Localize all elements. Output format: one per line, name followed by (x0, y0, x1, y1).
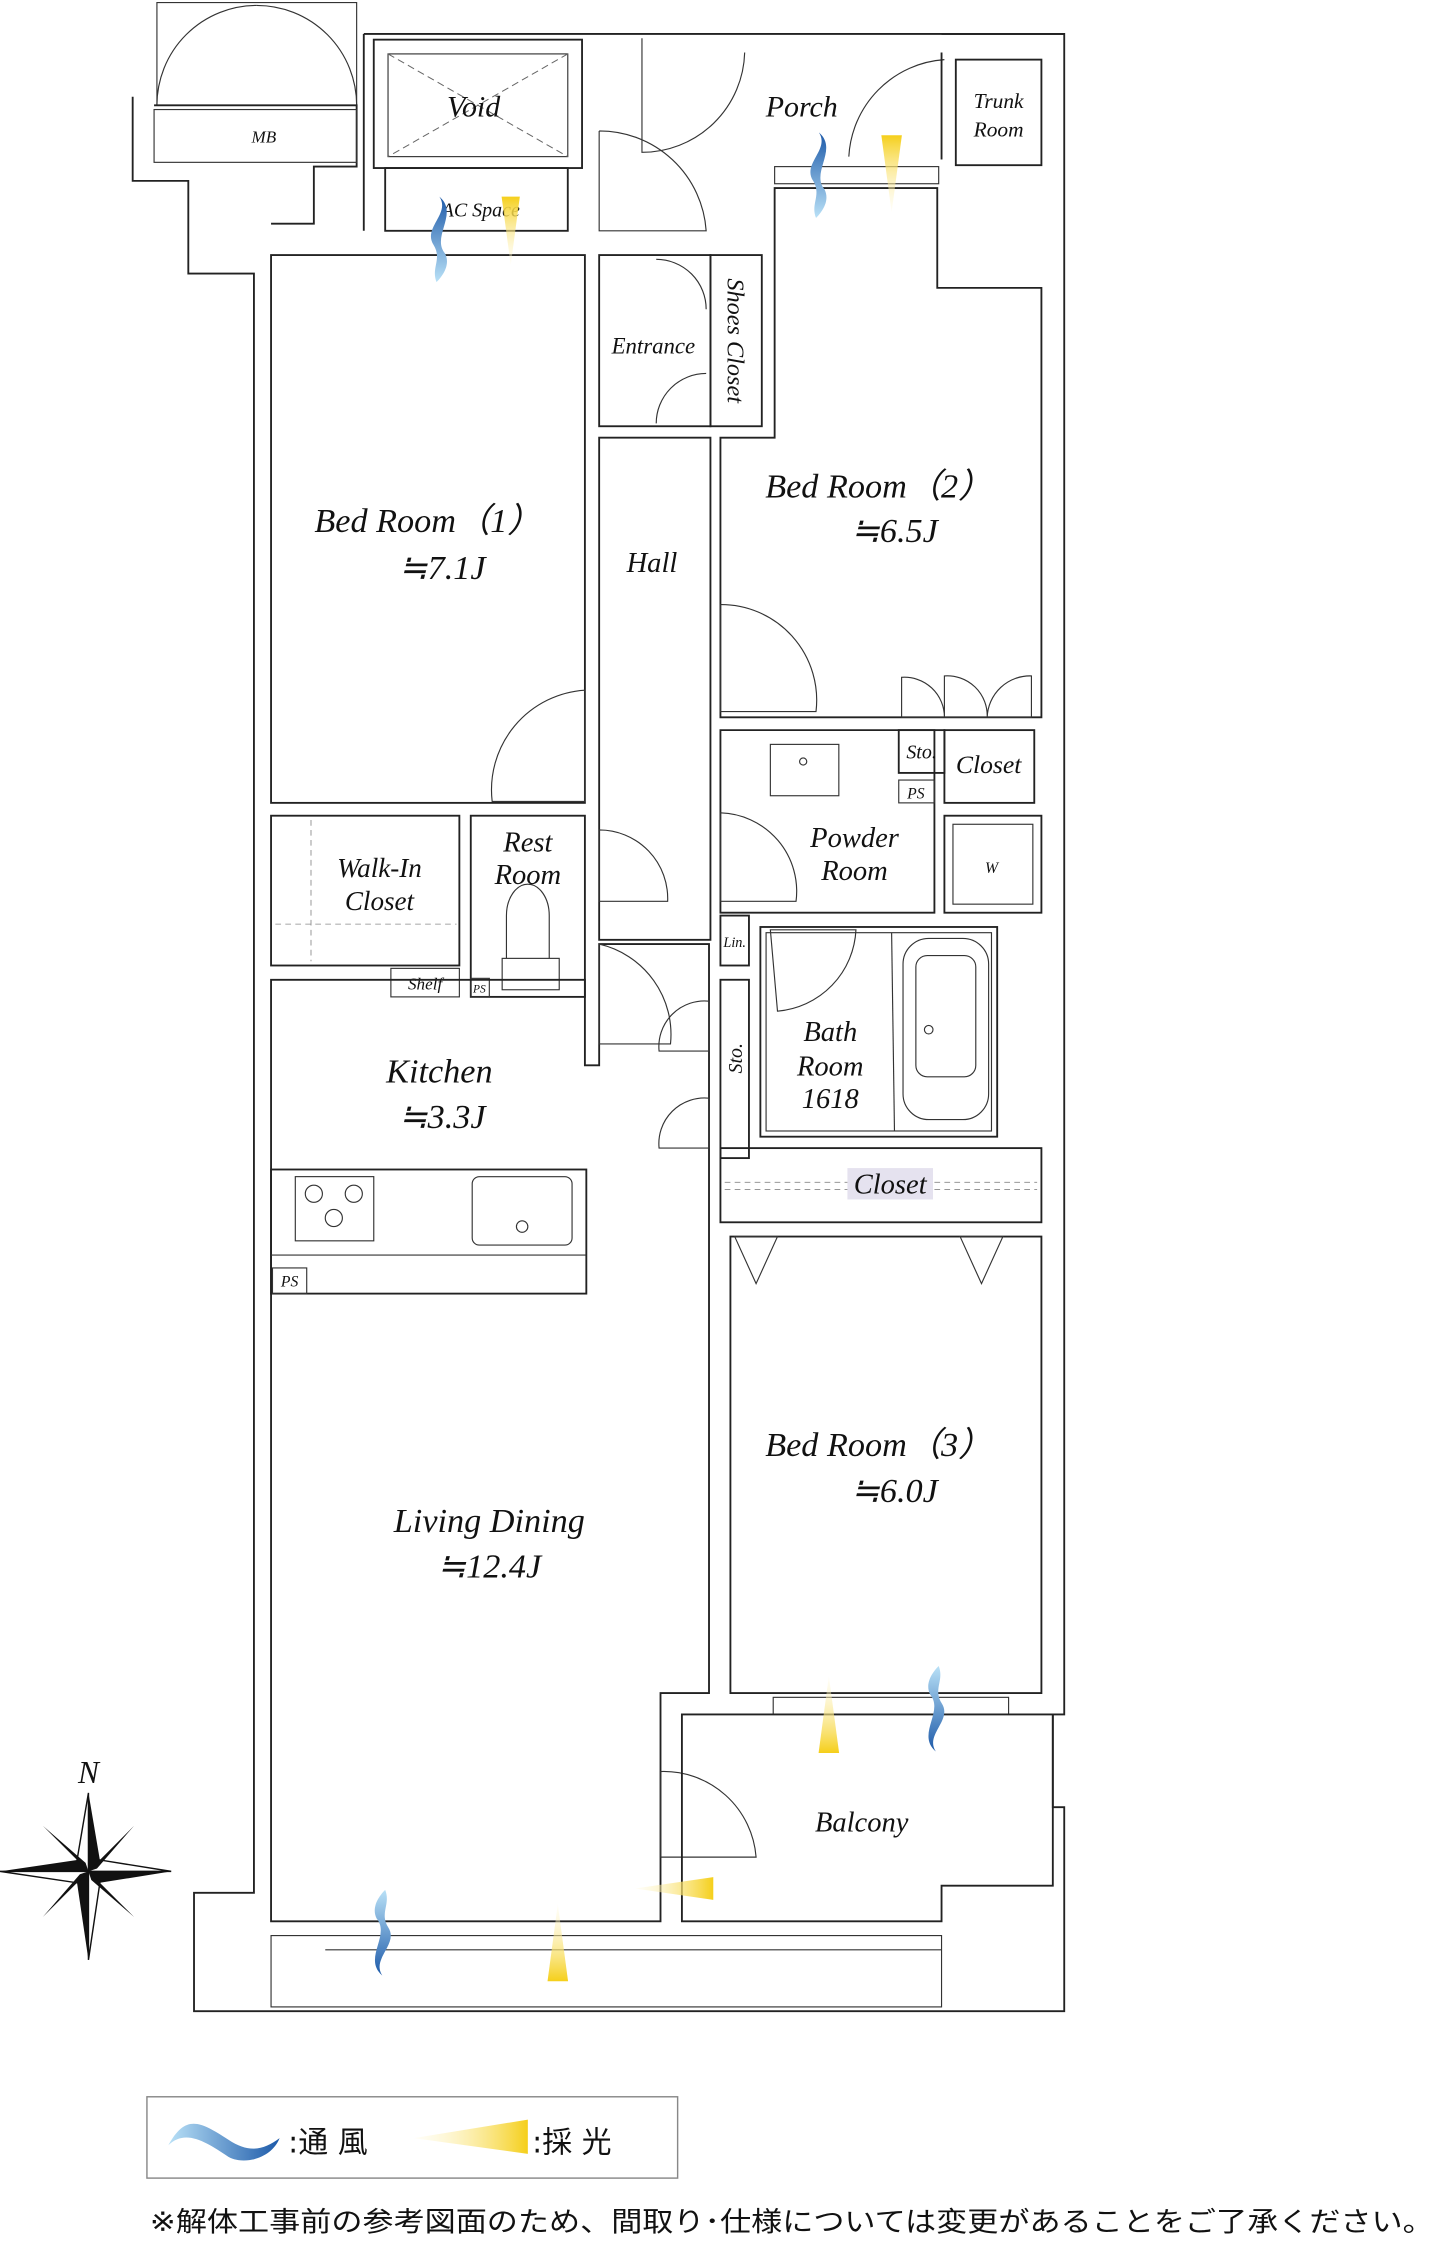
ac-space-label: AC Space (440, 200, 520, 222)
rest-room: Rest Room PS (469, 814, 586, 998)
shelf-label: Shelf (408, 975, 444, 994)
walk-in-closet: Walk-In Closet Shelf (270, 814, 461, 998)
airflow-markers (374, 132, 945, 1982)
mb-room: MB (153, 1, 358, 225)
bed-room-2: Bed Room（2） ≒6.5J (719, 187, 1043, 719)
porch-label: Porch (765, 91, 838, 124)
bed-room-2-size: ≒6.5J (851, 512, 939, 550)
bed-room-3-size: ≒6.0J (851, 1472, 939, 1510)
bath-room-label-1: Bath (803, 1017, 857, 1048)
rest-room-label-2: Room (494, 860, 562, 891)
legend-ventilation: :通 風 (288, 2125, 367, 2160)
wind-icon (430, 196, 447, 283)
bed-room-1-size: ≒7.1J (399, 549, 487, 587)
ps-label-2: PS (472, 984, 486, 996)
walk-in-closet-label-1: Walk-In (337, 853, 422, 883)
entrance-label: Entrance (611, 333, 696, 358)
light-icon (634, 1877, 714, 1900)
ps-label-3: PS (280, 1273, 299, 1290)
linen-label: Lin. (722, 935, 746, 951)
kitchen-size: ≒3.3J (399, 1098, 487, 1136)
bath-room-label-2: Room (796, 1051, 864, 1082)
ps-label-1: PS (906, 786, 925, 803)
wind-icon (928, 1665, 945, 1752)
wind-legend-icon (168, 2123, 280, 2161)
balcony-label: Balcony (815, 1807, 909, 1838)
bath-room: Lin. Bath Room 1618 Sto. (719, 914, 999, 1160)
sto-label-1: Sto. (906, 742, 937, 764)
bed-room-3-name: Bed Room（3） (765, 1426, 992, 1464)
powder-room-label-2: Room (820, 856, 888, 887)
bed-room-1-name: Bed Room（1） (314, 502, 541, 540)
powder-room-label-1: Powder (809, 823, 900, 854)
rest-room-label-1: Rest (502, 827, 553, 858)
wind-icon (374, 1889, 391, 1976)
shoes-closet-label: Shoes Closet (722, 278, 749, 404)
void-label: Void (447, 91, 501, 124)
void-area: Void AC Space (372, 38, 583, 232)
closet-label-2: Closet (854, 1170, 928, 1201)
hall: Hall (598, 436, 712, 941)
exterior-walls (131, 33, 1066, 2013)
powder-room: Powder Room Sto. PS Closet W (719, 729, 1043, 914)
sto-label-2: Sto. (725, 1043, 747, 1074)
walk-in-closet-label-2: Closet (345, 886, 416, 916)
compass-rose: N (0, 1755, 172, 1960)
hall-label: Hall (626, 548, 678, 579)
trunk-room-label-2: Room (973, 118, 1024, 142)
washer-label: W (985, 860, 1000, 877)
legend-daylight: :採 光 (532, 2125, 611, 2160)
bed-room-2-name: Bed Room（2） (765, 468, 992, 506)
light-icon (881, 135, 902, 213)
bed-room-1: Bed Room（1） ≒7.1J (270, 254, 586, 804)
light-icon (547, 1904, 569, 1982)
closet-hall: Closet (719, 1147, 1043, 1224)
footnote: ※解体工事前の参考図面のため、間取り･仕様については変更があることをご了承くださ… (150, 2207, 1434, 2238)
light-legend-icon (413, 2119, 528, 2154)
living-dining-name: Living Dining (393, 1502, 585, 1540)
bed-room-3: Bed Room（3） ≒6.0J (729, 1235, 1043, 1716)
wind-icon (810, 132, 827, 218)
porch-area: Porch Trunk Room (598, 38, 1043, 232)
living-dining-kitchen: PS Kitchen ≒3.3J Living Dining ≒12.4J (270, 943, 757, 1923)
north-label: N (77, 1755, 101, 1790)
bath-room-size: 1618 (802, 1084, 859, 1115)
closet-label-1: Closet (956, 750, 1022, 779)
trunk-room-label-1: Trunk (974, 89, 1024, 113)
balcony: Balcony (680, 1713, 1054, 1923)
kitchen-name: Kitchen (385, 1052, 492, 1090)
mb-label: MB (251, 127, 277, 146)
living-dining-size: ≒12.4J (437, 1548, 543, 1586)
legend: :通 風 :採 光 (146, 2096, 679, 2179)
entrance: Entrance Shoes Closet (598, 254, 763, 428)
